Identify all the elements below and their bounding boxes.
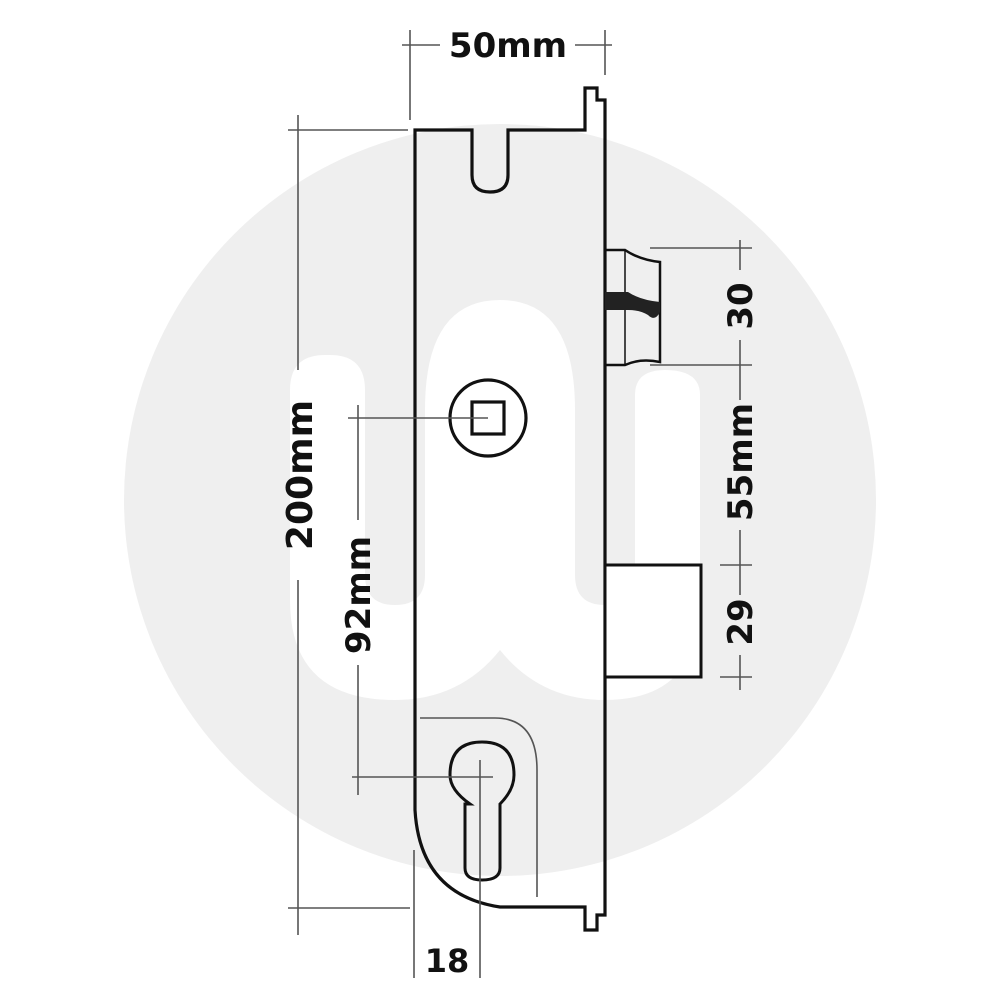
dimension-backset-label: 18 xyxy=(425,942,470,980)
dimension-latch-label: 30 xyxy=(721,282,761,329)
dimension-width-label: 50mm xyxy=(449,26,567,66)
deadbolt xyxy=(603,563,703,679)
dimension-centres-label: 92mm xyxy=(339,536,379,654)
dimension-lines xyxy=(288,30,752,978)
watermark-logo xyxy=(124,124,876,876)
dimension-deadbolt-label: 29 xyxy=(721,598,761,645)
latch xyxy=(605,248,662,367)
dimension-height-label: 200mm xyxy=(280,400,321,550)
dimension-latch-to-deadbolt-label: 55mm xyxy=(721,403,761,521)
